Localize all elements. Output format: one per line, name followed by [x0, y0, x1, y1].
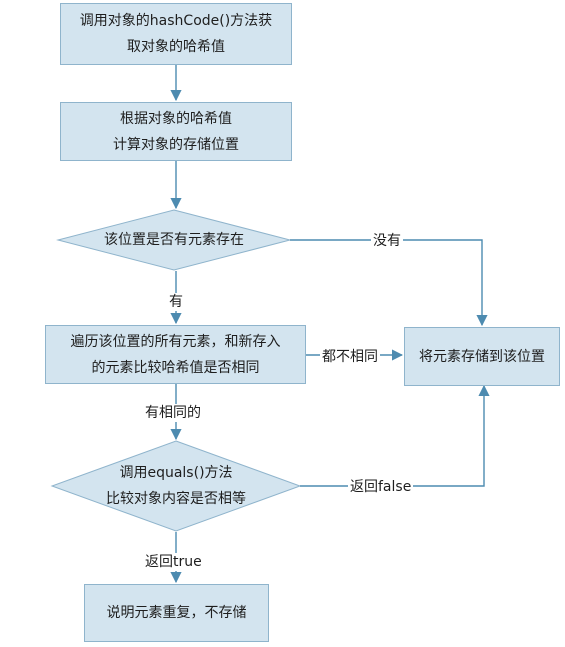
step-compute-position: 根据对象的哈希值 计算对象的存储位置 — [60, 102, 292, 161]
decision-element-exists: 该位置是否有元素存在 — [70, 225, 278, 255]
edge-label-no: 没有 — [371, 232, 403, 250]
step-get-hashcode: 调用对象的hashCode()方法获 取对象的哈希值 — [60, 3, 292, 65]
step-duplicate-not-stored-text: 说明元素重复，不存储 — [106, 605, 247, 621]
arrow-decision2-store — [300, 384, 490, 487]
decision-equals: 调用equals()方法 比较对象内容是否相等 — [80, 458, 272, 514]
decision-element-exists-text: 该位置是否有元素存在 — [104, 232, 244, 248]
step-compare-hash-line1: 遍历该位置的所有元素，和新存入 — [70, 333, 281, 350]
step-compute-position-line2: 计算对象的存储位置 — [113, 136, 239, 153]
decision1-shape — [56, 209, 292, 271]
step-compare-hash: 遍历该位置的所有元素，和新存入 的元素比较哈希值是否相同 — [45, 325, 306, 384]
step-get-hashcode-line1: 调用对象的hashCode()方法获 — [79, 13, 273, 29]
decision-equals-line1: 调用equals()方法 — [119, 465, 233, 481]
step-get-hashcode-line2: 取对象的哈希值 — [127, 39, 225, 55]
edge-label-return-true: 返回true — [143, 553, 204, 571]
step-store-element: 将元素存储到该位置 — [404, 327, 560, 386]
decision-equals-line2: 比较对象内容是否相等 — [106, 491, 246, 507]
step-compute-position-line1: 根据对象的哈希值 — [120, 110, 232, 127]
step-store-element-text: 将元素存储到该位置 — [419, 348, 545, 365]
edge-label-has-same: 有相同的 — [143, 404, 203, 422]
step-duplicate-not-stored: 说明元素重复，不存储 — [84, 584, 269, 642]
step-compare-hash-line2: 的元素比较哈希值是否相同 — [91, 359, 260, 376]
edge-label-return-false: 返回false — [348, 478, 414, 496]
arrow-decision1-store — [290, 239, 488, 327]
edge-label-yes: 有 — [167, 293, 185, 311]
edge-label-all-different: 都不相同 — [320, 348, 380, 366]
decision2-shape — [50, 440, 302, 532]
